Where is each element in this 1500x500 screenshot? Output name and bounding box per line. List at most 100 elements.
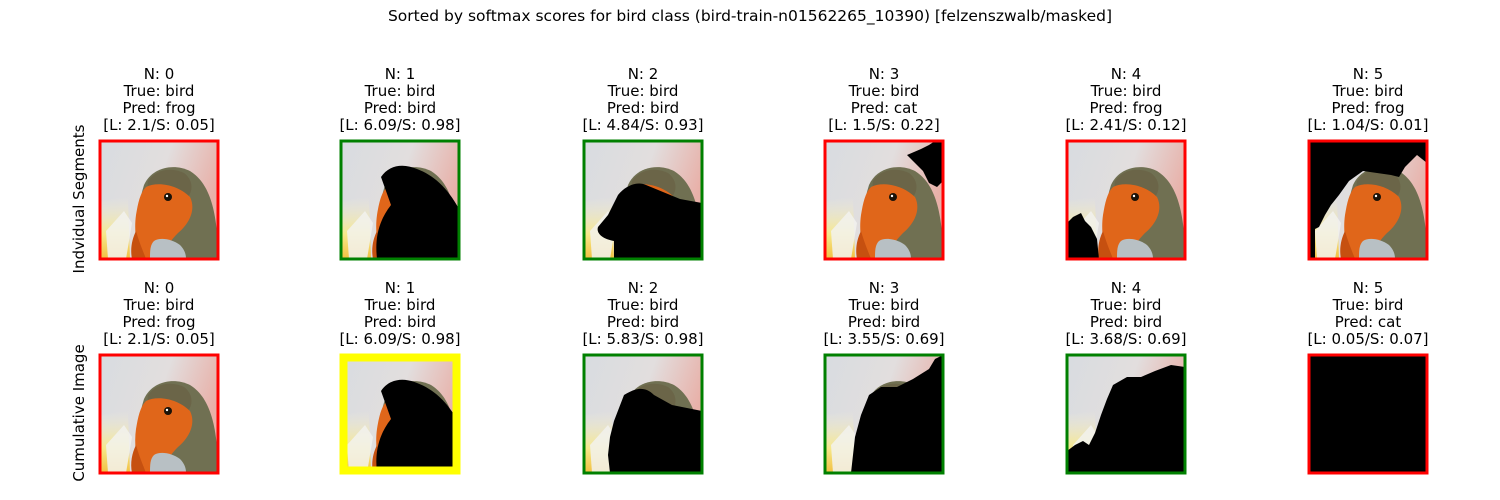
panel-pred-label: Pred: bird — [1090, 313, 1162, 331]
panel-true-label: True: bird — [1332, 82, 1404, 100]
panel-image — [582, 139, 704, 261]
panel-index: N: 2 — [628, 65, 659, 83]
panel-index: N: 3 — [869, 279, 900, 297]
bird-image — [100, 141, 218, 259]
panel-true-label: True: bird — [123, 82, 195, 100]
panel-scores: [L: 2.1/S: 0.05] — [103, 330, 215, 348]
panel-index: N: 0 — [144, 65, 175, 83]
panel-border-wrong — [98, 353, 220, 475]
panel-pred-label: Pred: cat — [1335, 313, 1402, 331]
panel-scores: [L: 3.68/S: 0.69] — [1065, 330, 1186, 348]
panel-image — [1065, 139, 1187, 261]
panel-index: N: 3 — [869, 65, 900, 83]
segment-mask — [608, 388, 702, 473]
panel-index: N: 4 — [1111, 65, 1142, 83]
panel-index: N: 1 — [385, 65, 416, 83]
panel-true-label: True: bird — [607, 296, 679, 314]
panel-true-label: True: bird — [848, 296, 920, 314]
panel-image — [582, 353, 704, 475]
panel-image — [1307, 353, 1429, 475]
segment-mask — [1309, 141, 1427, 259]
panel-border-wrong — [98, 139, 220, 261]
panel-image — [339, 139, 461, 261]
row-label-individual-segments: Indvidual Segments — [70, 124, 88, 273]
segment-mask — [1309, 355, 1427, 473]
segment-mask — [1067, 213, 1099, 259]
panel-true-label: True: bird — [1332, 296, 1404, 314]
segment-mask — [851, 355, 943, 473]
segment-mask — [376, 165, 459, 259]
panel-pred-label: Pred: bird — [607, 99, 679, 117]
panel-border-wrong — [1307, 353, 1429, 475]
panel-border-correct — [1065, 353, 1187, 475]
panel-scores: [L: 2.1/S: 0.05] — [103, 116, 215, 134]
panel-image — [339, 353, 461, 475]
panel-pred-label: Pred: cat — [851, 99, 918, 117]
panel-image — [98, 353, 220, 475]
panel-pred-label: Pred: frog — [1331, 99, 1404, 117]
panel-true-label: True: bird — [848, 82, 920, 100]
panel-scores: [L: 1.5/S: 0.22] — [828, 116, 940, 134]
panel-true-label: True: bird — [364, 82, 436, 100]
panel-border-wrong — [1065, 139, 1187, 261]
panel-true-label: True: bird — [1090, 82, 1162, 100]
panel-border-correct — [582, 353, 704, 475]
panel-scores: [L: 2.41/S: 0.12] — [1065, 116, 1186, 134]
panel-pred-label: Pred: frog — [1089, 99, 1162, 117]
panel-image — [1307, 139, 1429, 261]
panel-scores: [L: 0.05/S: 0.07] — [1307, 330, 1428, 348]
panel-pred-label: Pred: frog — [122, 99, 195, 117]
panel-index: N: 1 — [385, 279, 416, 297]
panel-index: N: 5 — [1353, 279, 1384, 297]
panel-index: N: 0 — [144, 279, 175, 297]
panel-pred-label: Pred: frog — [122, 313, 195, 331]
panel-index: N: 4 — [1111, 279, 1142, 297]
row-label-cumulative-image: Cumulative Image — [70, 344, 88, 481]
panel-true-label: True: bird — [123, 296, 195, 314]
panel-pred-label: Pred: bird — [848, 313, 920, 331]
panel-true-label: True: bird — [1090, 296, 1162, 314]
segment-mask — [1067, 365, 1185, 473]
panel-scores: [L: 1.04/S: 0.01] — [1307, 116, 1428, 134]
panel-image — [1065, 353, 1187, 475]
panel-index: N: 5 — [1353, 65, 1384, 83]
bird-image — [100, 355, 218, 473]
segment-mask — [376, 379, 459, 473]
panel-scores: [L: 6.09/S: 0.98] — [339, 116, 460, 134]
panel-pred-label: Pred: bird — [364, 313, 436, 331]
panel-border-correct — [339, 139, 461, 261]
panel-pred-label: Pred: bird — [364, 99, 436, 117]
panel-true-label: True: bird — [364, 296, 436, 314]
panel-border-wrong — [1307, 139, 1429, 261]
panel-scores: [L: 5.83/S: 0.98] — [582, 330, 703, 348]
panel-border-correct — [823, 353, 945, 475]
panel-scores: [L: 6.09/S: 0.98] — [339, 330, 460, 348]
panel-border-correct — [582, 139, 704, 261]
panel-scores: [L: 4.84/S: 0.93] — [582, 116, 703, 134]
panel-scores: [L: 3.55/S: 0.69] — [823, 330, 944, 348]
segment-mask — [597, 183, 702, 259]
best-panel-highlight — [339, 353, 461, 475]
panel-pred-label: Pred: bird — [607, 313, 679, 331]
panel-image — [823, 139, 945, 261]
figure-title: Sorted by softmax scores for bird class … — [388, 7, 1112, 26]
panel-border-wrong — [823, 139, 945, 261]
panel-image — [823, 353, 945, 475]
panel-index: N: 2 — [628, 279, 659, 297]
segment-mask — [907, 141, 943, 187]
panel-image — [98, 139, 220, 261]
